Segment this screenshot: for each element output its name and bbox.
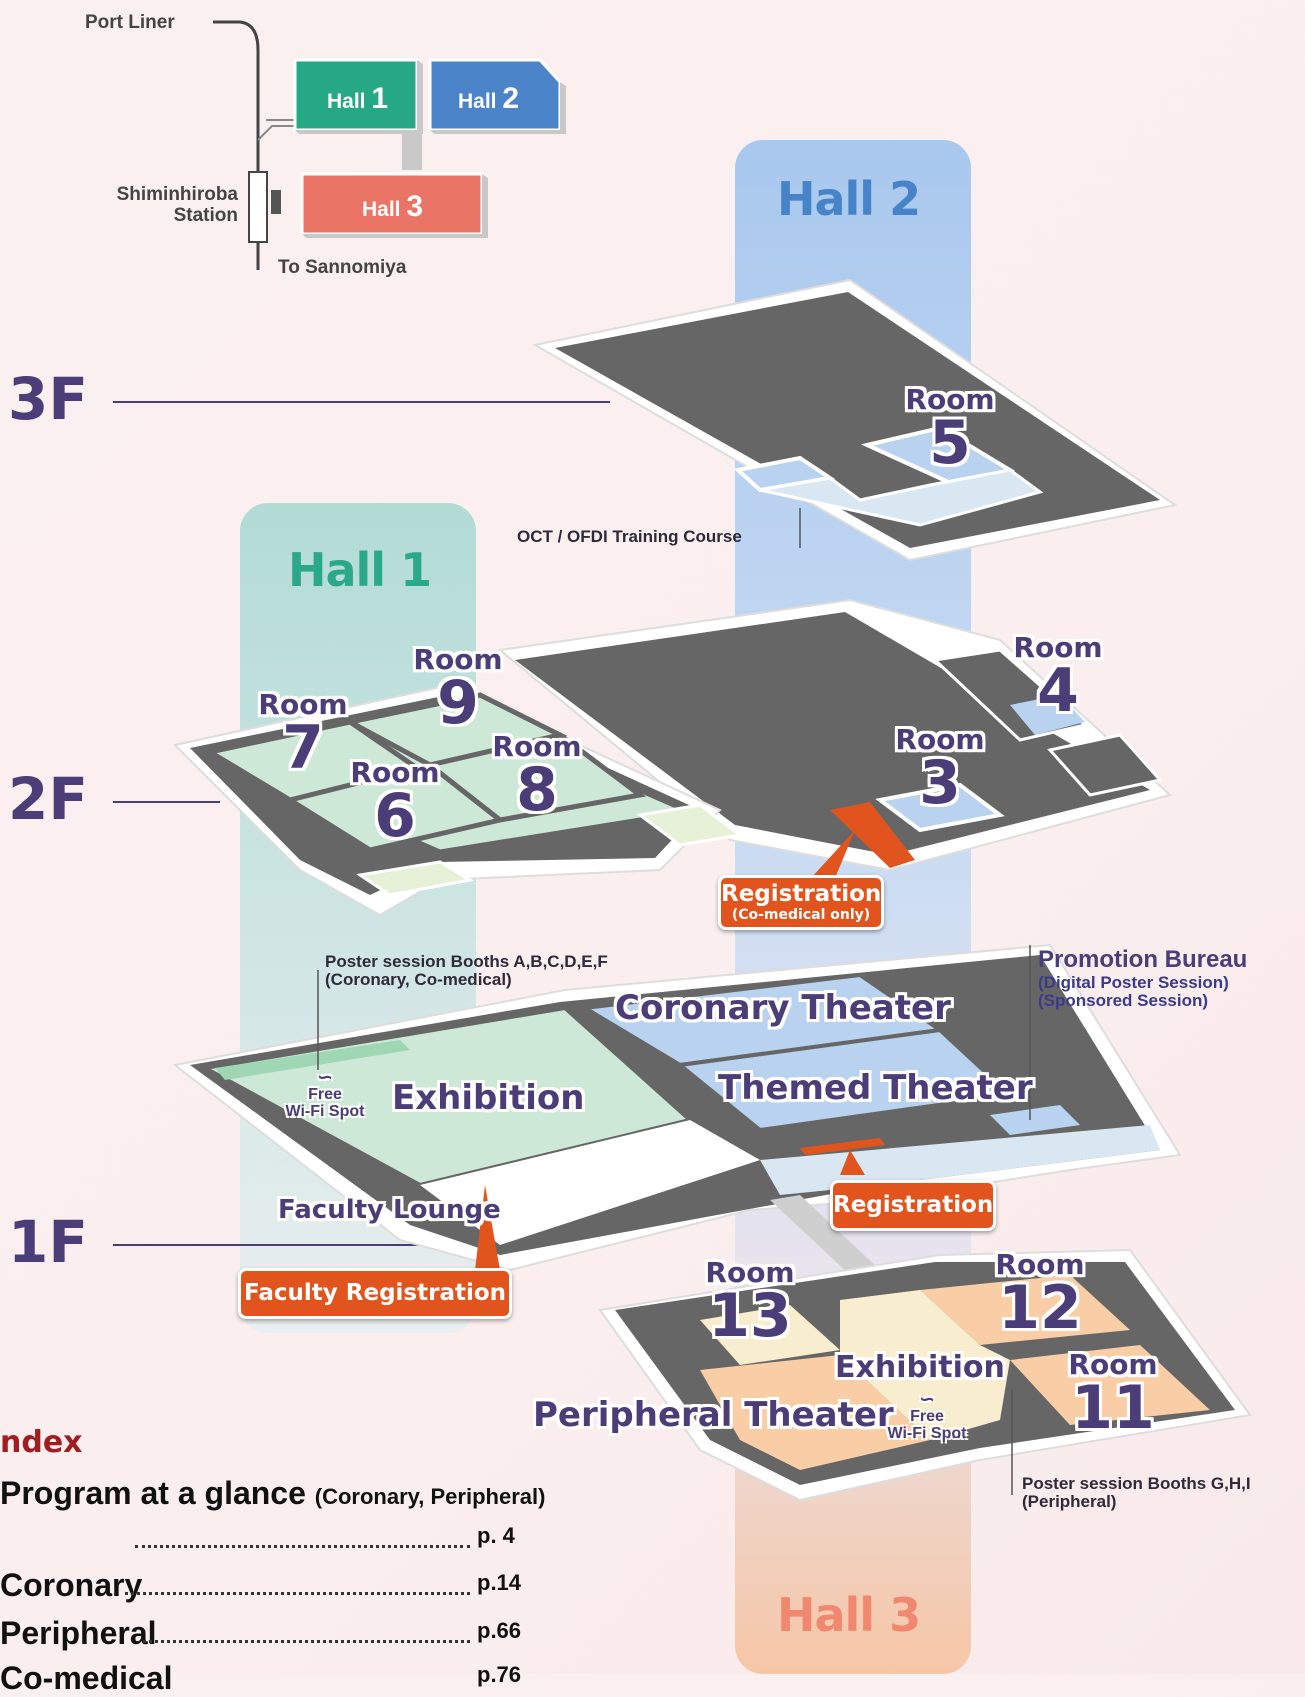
hall2-title: Hall 2: [777, 172, 921, 226]
peripheral-theater-label: Peripheral Theater: [533, 1395, 894, 1435]
themed-theater-shape: [675, 1027, 1015, 1133]
floor-2f-hall1-plan: [172, 683, 744, 917]
room3-shape: [875, 782, 1005, 833]
exhibition-hall3-label: Exhibition: [835, 1350, 1005, 1385]
index-peripheral: Peripheral: [0, 1615, 157, 1651]
index-title: ndex: [0, 1425, 83, 1460]
index-peripheral-page: p.66: [477, 1618, 522, 1643]
floor-2f-hall2-plan: [497, 598, 1173, 872]
registration-tag: Registration: [830, 1180, 996, 1231]
hall3-title: Hall 3: [777, 1588, 921, 1642]
coronary-theater-label: Coronary Theater: [615, 988, 951, 1028]
hall1-block: [293, 58, 419, 132]
floor-3f-plan: [532, 278, 1178, 562]
room13-shape: [700, 1305, 840, 1365]
room12-shape: [920, 1275, 1130, 1345]
oct-training-note: OCT / OFDI Training Course: [517, 527, 742, 546]
index-co-medical: Co-medical: [0, 1660, 173, 1696]
poster-af-note: Poster session Booths A,B,C,D,E,F(Corona…: [325, 952, 608, 989]
index-program-page: p. 4: [477, 1523, 515, 1548]
floor-1f-label: 1F: [8, 1208, 88, 1276]
wifi-icon: ∽: [919, 1389, 935, 1409]
hall3-overview-label: Hall 3: [362, 190, 424, 223]
themed-theater-label: Themed Theater: [718, 1068, 1033, 1108]
station-box: [248, 171, 268, 243]
room11-shape: [1010, 1345, 1210, 1425]
index-co-medical-page: p.76: [477, 1662, 522, 1687]
floor-2f-label: 2F: [8, 765, 88, 833]
to-sannomiya-label: To Sannomiya: [278, 257, 407, 278]
port-liner-label: Port Liner: [85, 12, 175, 33]
faculty-lounge-label: Faculty Lounge: [278, 1195, 501, 1225]
hall1-title: Hall 1: [288, 543, 432, 597]
port-liner-line: [213, 20, 260, 270]
floor-3f-label: 3F: [8, 365, 88, 433]
wifi-icon: ∽: [317, 1067, 333, 1087]
promotion-bureau-note: Promotion Bureau (Digital Poster Session…: [1038, 946, 1248, 1010]
index-coronary: Coronary: [0, 1567, 143, 1603]
exhibition-1f-label: Exhibition: [392, 1078, 585, 1118]
poster-ghi-note: Poster session Booths G,H,I(Peripheral): [1022, 1474, 1251, 1511]
room8-shape: [424, 732, 647, 823]
index-coronary-page: p.14: [477, 1570, 522, 1595]
room4-shape: [1010, 695, 1085, 735]
station-label: Shiminhiroba Station: [116, 184, 238, 226]
faculty-registration-tag: Faculty Registration: [238, 1268, 512, 1319]
peripheral-theater-shape: [700, 1355, 930, 1470]
registration-co-medical-tag: Registration (Co-medical only): [718, 875, 884, 930]
index-program: Program at a glance (Coronary, Periphera…: [0, 1475, 546, 1511]
hall1-overview-label: Hall 1: [327, 82, 389, 115]
floor-1f-hall3-plan: [598, 1248, 1252, 1502]
hall2-overview-label: Hall 2: [458, 82, 520, 115]
